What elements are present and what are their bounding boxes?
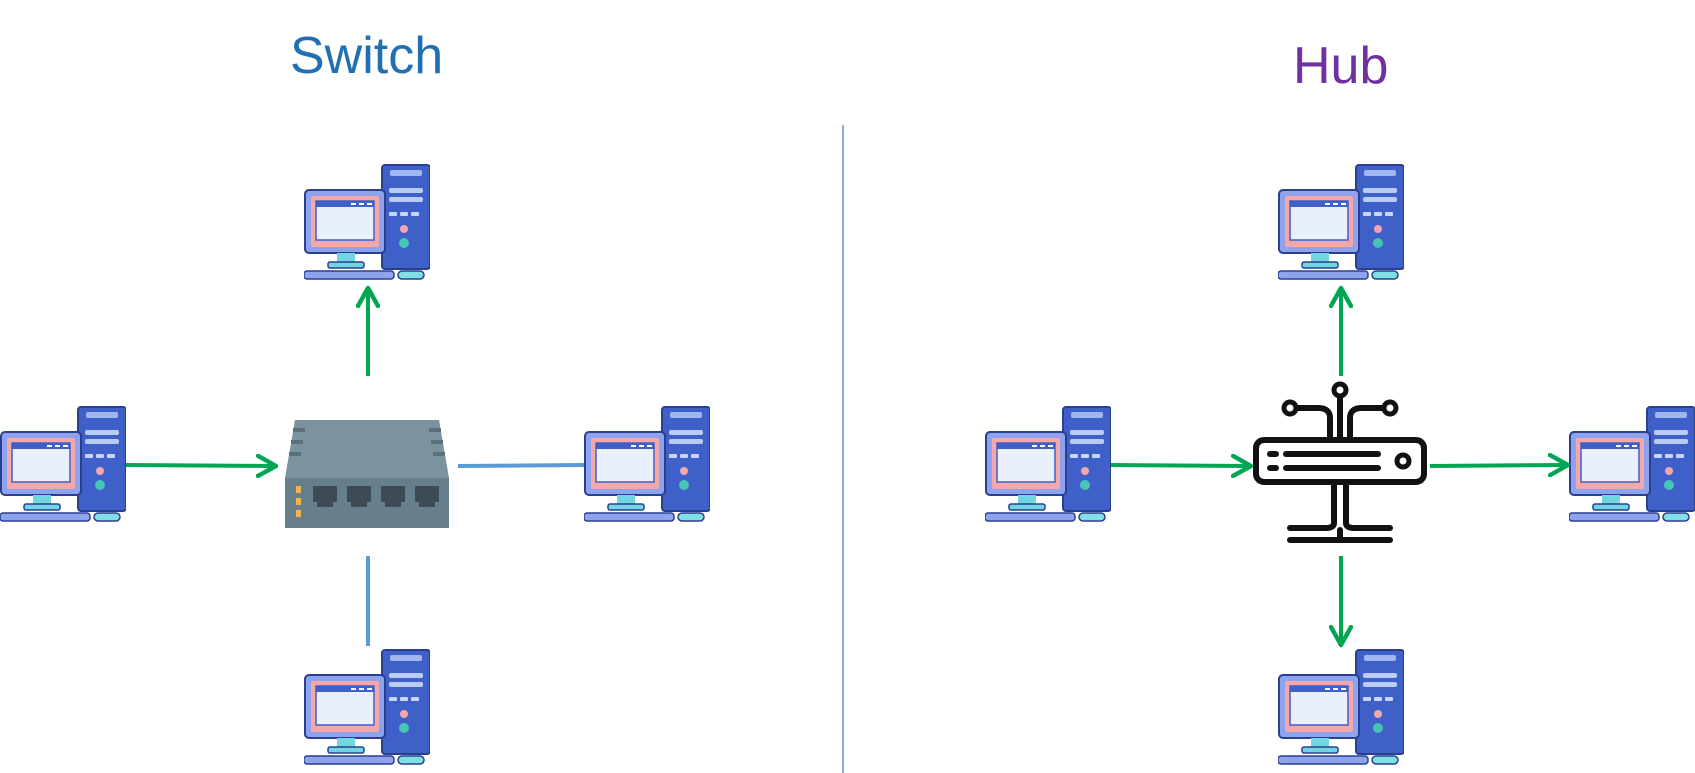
network-hub-icon [1256, 384, 1424, 540]
computer-icon [0, 406, 126, 522]
network-switch-icon [285, 420, 449, 528]
computer-icon [304, 649, 430, 765]
active-link-arrow [125, 465, 274, 466]
computer-icon [985, 406, 1111, 522]
computer-icon [304, 164, 430, 280]
computer-icon [1278, 649, 1404, 765]
computer-icon [584, 406, 710, 522]
hub-section [985, 164, 1695, 765]
hub-title: Hub [1293, 37, 1389, 95]
computer-icon [1569, 406, 1695, 522]
switch-title: Switch [290, 27, 444, 85]
switch-section [0, 164, 710, 765]
computer-icon [1278, 164, 1404, 280]
idle-link [457, 463, 585, 468]
active-link-arrow [1429, 465, 1566, 466]
active-link-arrow [1110, 465, 1249, 466]
